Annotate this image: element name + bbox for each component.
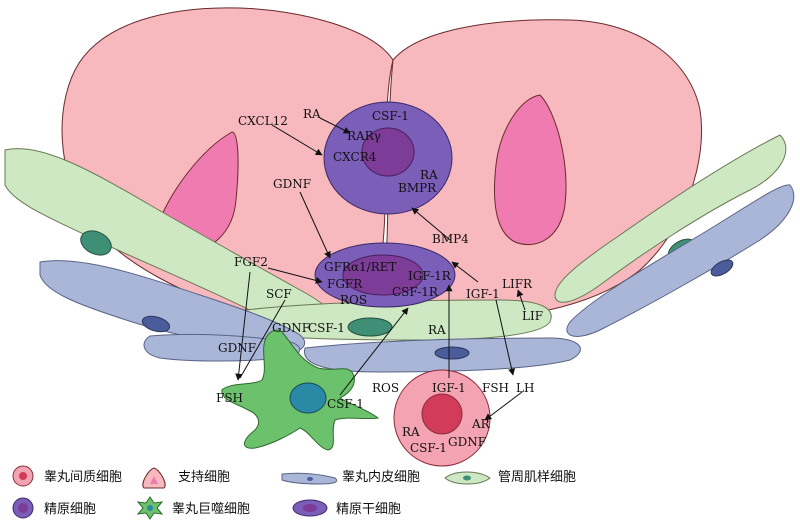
legend-swatch-leydig-nucleus xyxy=(19,472,27,480)
legend-label-ssc: 精原干细胞 xyxy=(336,502,401,517)
label-fgf2: FGF2 xyxy=(234,255,268,269)
arrow-igf1-lh xyxy=(495,299,516,376)
label-igf1r: IGF-1R xyxy=(408,269,452,283)
signal-labels: CXCL12 RA CSF-1 RARγ CXCR4 RA BMPR GDNF … xyxy=(216,107,543,455)
legend-label-spermatogonia: 精原细胞 xyxy=(44,502,96,517)
label-igf1-right: IGF-1 xyxy=(466,287,500,301)
label-cxcr4: CXCR4 xyxy=(333,150,377,164)
leydig-nucleus xyxy=(421,393,463,435)
myoid-cell-right xyxy=(554,134,787,303)
legend-label-sertoli: 支持细胞 xyxy=(178,470,230,485)
sertoli-nucleus-right xyxy=(494,94,567,246)
spermatogonium-nucleus xyxy=(342,254,424,296)
legend-swatch-myoid-nucleus xyxy=(463,475,471,481)
label-ar: AR xyxy=(471,417,491,431)
label-gdnf-top: GDNF xyxy=(273,177,311,191)
arrow-cxcl12-cxcr4 xyxy=(271,124,323,156)
line-fgf2-down xyxy=(235,271,251,381)
arrow-igf1-right xyxy=(451,261,479,283)
label-ros-mid: ROS xyxy=(340,293,367,307)
label-bmp4: BMP4 xyxy=(432,232,469,246)
legend-item-sertoli: 支持细胞 xyxy=(142,467,230,489)
arrow-lh-ar xyxy=(484,391,523,421)
legend-item-spermatogonia: 精原细胞 xyxy=(12,497,96,519)
legend-label-leydig: 睾丸间质细胞 xyxy=(44,469,122,485)
arrow-fgf2-fgfr xyxy=(267,267,323,284)
label-gfra1-ret: GFRα1/RET xyxy=(324,260,397,274)
label-gdnf-ley: GDNF xyxy=(448,435,486,449)
endothelial-cell-right xyxy=(566,184,795,337)
label-ros-ley: ROS xyxy=(372,381,399,395)
label-csf1-mac: CSF-1 xyxy=(327,397,364,411)
label-ra-myoid: RA xyxy=(428,323,446,337)
signal-arrows xyxy=(235,117,526,421)
label-fgfr: FGFR xyxy=(327,277,363,291)
legend-swatch-sertoli-nucleus xyxy=(150,476,158,484)
label-bmpr: BMPR xyxy=(398,181,437,195)
legend-swatch-spermatogonia-nucleus xyxy=(18,503,28,513)
label-scf: SCF xyxy=(266,287,292,301)
label-lh: LH xyxy=(516,381,534,395)
label-lif: LIF xyxy=(522,309,543,323)
legend-item-macrophage: 睾丸巨噬细胞 xyxy=(136,496,250,520)
label-ra-right: RA xyxy=(420,168,438,182)
arrow-ra-rargamma xyxy=(319,117,351,134)
arrow-bmp4-bmpr xyxy=(411,207,451,241)
legend-label-myoid: 管周肌样细胞 xyxy=(498,470,576,485)
label-rar-gamma: RARγ xyxy=(347,129,381,143)
legend-label-endothelial: 睾丸内皮细胞 xyxy=(342,469,420,485)
arrow-gdnf-gfra1 xyxy=(299,191,331,259)
legend-swatch-macrophage-nucleus xyxy=(147,505,153,511)
label-gdnf-mac: GDNF xyxy=(272,321,310,335)
legend-item-endothelial: 睾丸内皮细胞 xyxy=(281,469,420,485)
label-ra-top: RA xyxy=(303,107,321,121)
legend-item-myoid: 管周肌样细胞 xyxy=(444,470,576,485)
label-fsh-right: FSH xyxy=(482,381,509,395)
legend: 睾丸间质细胞 支持细胞 睾丸内皮细胞 管周肌样细胞 精原细胞 睾丸巨噬细胞 xyxy=(12,465,576,520)
label-lifr: LIFR xyxy=(502,277,533,291)
label-csf1-mac-top: CSF-1 xyxy=(308,321,345,335)
endothelial-nucleus-bottom xyxy=(434,346,470,360)
label-ra-ley: RA xyxy=(402,425,420,439)
legend-label-macrophage: 睾丸巨噬细胞 xyxy=(172,501,250,517)
label-csf1r: CSF-1R xyxy=(392,285,439,299)
myoid-nucleus-bottom xyxy=(347,317,393,337)
endothelial-nucleus-right xyxy=(710,259,734,277)
arrow-lif-lifr xyxy=(516,289,526,311)
legend-swatch-endothelial-nucleus xyxy=(307,477,313,481)
label-igf1-ley: IGF-1 xyxy=(432,381,466,395)
label-csf1-top: CSF-1 xyxy=(372,109,409,123)
endothelial-cell-left xyxy=(39,260,306,354)
myoid-nucleus-left xyxy=(80,230,112,256)
label-csf1-ley: CSF-1 xyxy=(410,441,447,455)
label-cxcl12: CXCL12 xyxy=(238,114,288,128)
legend-item-ssc: 精原干细胞 xyxy=(292,499,401,517)
label-gdnf-left: GDNF xyxy=(218,341,256,355)
macrophage-nucleus xyxy=(289,382,327,414)
legend-swatch-ssc-nucleus xyxy=(303,504,317,512)
label-fsh-left: FSH xyxy=(216,391,243,405)
legend-item-leydig: 睾丸间质细胞 xyxy=(12,465,122,487)
line-scf-macrophage xyxy=(239,299,286,379)
endothelial-nucleus-left xyxy=(141,315,171,333)
ssc-nucleus xyxy=(361,127,415,177)
arrow-csf1-csf1r xyxy=(339,307,409,396)
